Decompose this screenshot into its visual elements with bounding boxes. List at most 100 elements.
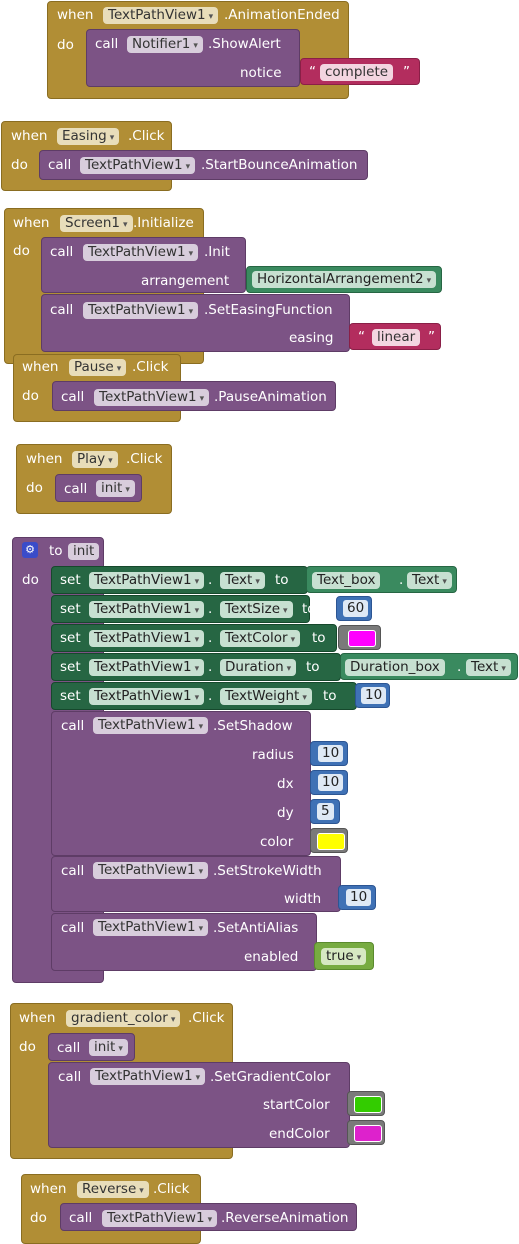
color-swatch-purple[interactable] bbox=[354, 1125, 382, 1142]
set-textcolor-block[interactable]: set TextPathView1▾ . TextColor▾ to bbox=[51, 624, 337, 652]
number-field[interactable]: 10 bbox=[318, 745, 344, 762]
component-dropdown[interactable]: Notifier1▾ bbox=[127, 36, 203, 53]
call-setstrokewidth-block[interactable]: call TextPathView1▾ .SetStrokeWidth widt… bbox=[51, 856, 341, 912]
number-block[interactable]: 10 bbox=[355, 683, 390, 708]
color-block[interactable] bbox=[347, 1120, 385, 1145]
component-dropdown[interactable]: Reverse▾ bbox=[77, 1181, 149, 1198]
component-dropdown[interactable]: TextPathView1▾ bbox=[89, 572, 205, 589]
dot: . bbox=[208, 688, 213, 704]
component-dropdown[interactable]: TextPathView1▾ bbox=[94, 389, 210, 406]
component-dropdown[interactable]: TextPathView1▾ bbox=[89, 688, 205, 705]
call-init-procedure[interactable]: call init▾ bbox=[48, 1033, 135, 1061]
property-dropdown[interactable]: Text▾ bbox=[407, 572, 452, 589]
event-name: .Initialize bbox=[133, 215, 194, 231]
call-startbounce-block[interactable]: call TextPathView1▾ .StartBounceAnimatio… bbox=[39, 150, 368, 180]
property-dropdown[interactable]: Duration▾ bbox=[220, 659, 297, 676]
component-dropdown[interactable]: Text_box bbox=[312, 572, 381, 589]
component-dropdown[interactable]: HorizontalArrangement2▾ bbox=[252, 271, 437, 288]
color-block[interactable] bbox=[338, 625, 381, 650]
number-field[interactable]: 5 bbox=[317, 803, 334, 820]
boolean-dropdown[interactable]: true▾ bbox=[321, 948, 367, 965]
component-dropdown[interactable]: TextPathView1▾ bbox=[89, 659, 205, 676]
number-field[interactable]: 10 bbox=[361, 687, 387, 704]
color-block[interactable] bbox=[347, 1091, 385, 1116]
component-dropdown[interactable]: gradient_color▾ bbox=[66, 1010, 181, 1027]
number-field[interactable]: 10 bbox=[346, 889, 372, 906]
text-literal-block[interactable]: “ complete ” bbox=[300, 58, 420, 85]
number-block[interactable]: 60 bbox=[336, 596, 372, 621]
chevron-down-icon: ▾ bbox=[194, 577, 200, 587]
chevron-down-icon: ▾ bbox=[356, 953, 362, 963]
component-dropdown[interactable]: TextPathView1▾ bbox=[102, 1210, 218, 1227]
gear-icon[interactable]: ⚙ bbox=[22, 542, 38, 558]
component-dropdown[interactable]: TextPathView1▾ bbox=[83, 244, 199, 261]
color-swatch-green[interactable] bbox=[354, 1096, 382, 1113]
component-dropdown[interactable]: Pause▾ bbox=[69, 359, 127, 376]
property-dropdown[interactable]: TextSize▾ bbox=[220, 601, 293, 618]
set-text-block[interactable]: set TextPathView1▾ . Text▾ to bbox=[51, 566, 308, 594]
number-field[interactable]: 10 bbox=[318, 774, 344, 791]
get-duration-box-block[interactable]: Duration_box . Text▾ bbox=[340, 653, 518, 680]
boolean-block[interactable]: true▾ bbox=[314, 942, 374, 970]
chevron-down-icon: ▾ bbox=[194, 635, 200, 645]
component-dropdown[interactable]: TextPathView1▾ bbox=[90, 1068, 206, 1085]
number-block[interactable]: 5 bbox=[310, 799, 340, 824]
component-dropdown[interactable]: TextPathView1▾ bbox=[93, 717, 209, 734]
procedure-dropdown[interactable]: init▾ bbox=[89, 1039, 128, 1056]
call-keyword: call bbox=[58, 1069, 82, 1085]
method-name: .SetStrokeWidth bbox=[213, 863, 322, 879]
get-text-box-block[interactable]: Text_box . Text▾ bbox=[306, 566, 457, 593]
call-setantialias-block[interactable]: call TextPathView1▾ .SetAntiAlias enable… bbox=[51, 913, 317, 971]
component-dropdown[interactable]: TextPathView1▾ bbox=[93, 919, 209, 936]
call-showalert-block[interactable]: call Notifier1▾ .ShowAlert notice bbox=[86, 29, 300, 87]
quote-open: “ bbox=[358, 329, 365, 345]
property-dropdown[interactable]: TextWeight▾ bbox=[220, 688, 312, 705]
to-keyword: to bbox=[49, 543, 63, 559]
component-dropdown[interactable]: TextPathView1▾ bbox=[83, 302, 199, 319]
color-block[interactable] bbox=[310, 828, 348, 853]
component-value-block[interactable]: HorizontalArrangement2▾ bbox=[246, 266, 442, 293]
event-name: .AnimationEnded bbox=[224, 7, 340, 23]
chevron-down-icon: ▾ bbox=[208, 12, 214, 22]
call-setshadow-block[interactable]: call TextPathView1▾ .SetShadow radius dx… bbox=[51, 711, 311, 856]
number-block[interactable]: 10 bbox=[310, 741, 348, 766]
set-textweight-block[interactable]: set TextPathView1▾ . TextWeight▾ to bbox=[51, 682, 357, 710]
component-dropdown[interactable]: Easing▾ bbox=[57, 128, 120, 145]
component-dropdown[interactable]: TextPathView1▾ bbox=[80, 157, 196, 174]
component-dropdown[interactable]: TextPathView1▾ bbox=[89, 601, 205, 618]
component-dropdown[interactable]: TextPathView1▾ bbox=[103, 7, 219, 24]
call-seteasing-block[interactable]: call TextPathView1▾ .SetEasingFunction e… bbox=[41, 294, 350, 352]
component-dropdown[interactable]: Screen1▾ bbox=[60, 215, 133, 232]
property-dropdown[interactable]: Text▾ bbox=[466, 659, 511, 676]
text-value[interactable]: linear bbox=[372, 329, 421, 346]
procedure-dropdown[interactable]: init▾ bbox=[96, 480, 135, 497]
set-textsize-block[interactable]: set TextPathView1▾ . TextSize▾ to bbox=[51, 595, 316, 623]
color-swatch-yellow[interactable] bbox=[317, 833, 345, 850]
call-init-block[interactable]: call TextPathView1▾ .Init arrangement bbox=[41, 237, 246, 293]
argument-label: arrangement bbox=[141, 273, 230, 289]
component-dropdown[interactable]: TextPathView1▾ bbox=[89, 630, 205, 647]
number-block[interactable]: 10 bbox=[338, 885, 376, 910]
number-field[interactable]: 60 bbox=[343, 600, 369, 617]
chevron-down-icon: ▾ bbox=[125, 485, 130, 495]
property-dropdown[interactable]: Text▾ bbox=[220, 572, 265, 589]
component-dropdown[interactable]: Duration_box bbox=[345, 659, 445, 676]
property-dropdown[interactable]: TextColor▾ bbox=[220, 630, 301, 647]
set-keyword: set bbox=[60, 572, 81, 588]
procedure-name-field[interactable]: init bbox=[68, 543, 100, 560]
component-dropdown[interactable]: TextPathView1▾ bbox=[93, 862, 209, 879]
method-name: .SetShadow bbox=[213, 718, 293, 734]
text-literal-block[interactable]: “ linear ” bbox=[349, 323, 441, 350]
set-duration-block[interactable]: set TextPathView1▾ . Duration▾ to bbox=[51, 653, 341, 681]
call-reverse-block[interactable]: call TextPathView1▾ .ReverseAnimation bbox=[60, 1203, 357, 1231]
text-value[interactable]: complete bbox=[320, 64, 394, 81]
call-setgradient-block[interactable]: call TextPathView1▾ .SetGradientColor st… bbox=[48, 1062, 350, 1148]
do-keyword: do bbox=[30, 1210, 47, 1226]
number-block[interactable]: 10 bbox=[310, 770, 348, 795]
call-pause-block[interactable]: call TextPathView1▾ .PauseAnimation bbox=[52, 381, 336, 411]
color-swatch-magenta[interactable] bbox=[348, 630, 376, 647]
dot: . bbox=[208, 630, 213, 646]
call-init-procedure[interactable]: call init▾ bbox=[55, 474, 142, 502]
component-dropdown[interactable]: Play▾ bbox=[72, 451, 118, 468]
argument-label: width bbox=[284, 891, 322, 907]
